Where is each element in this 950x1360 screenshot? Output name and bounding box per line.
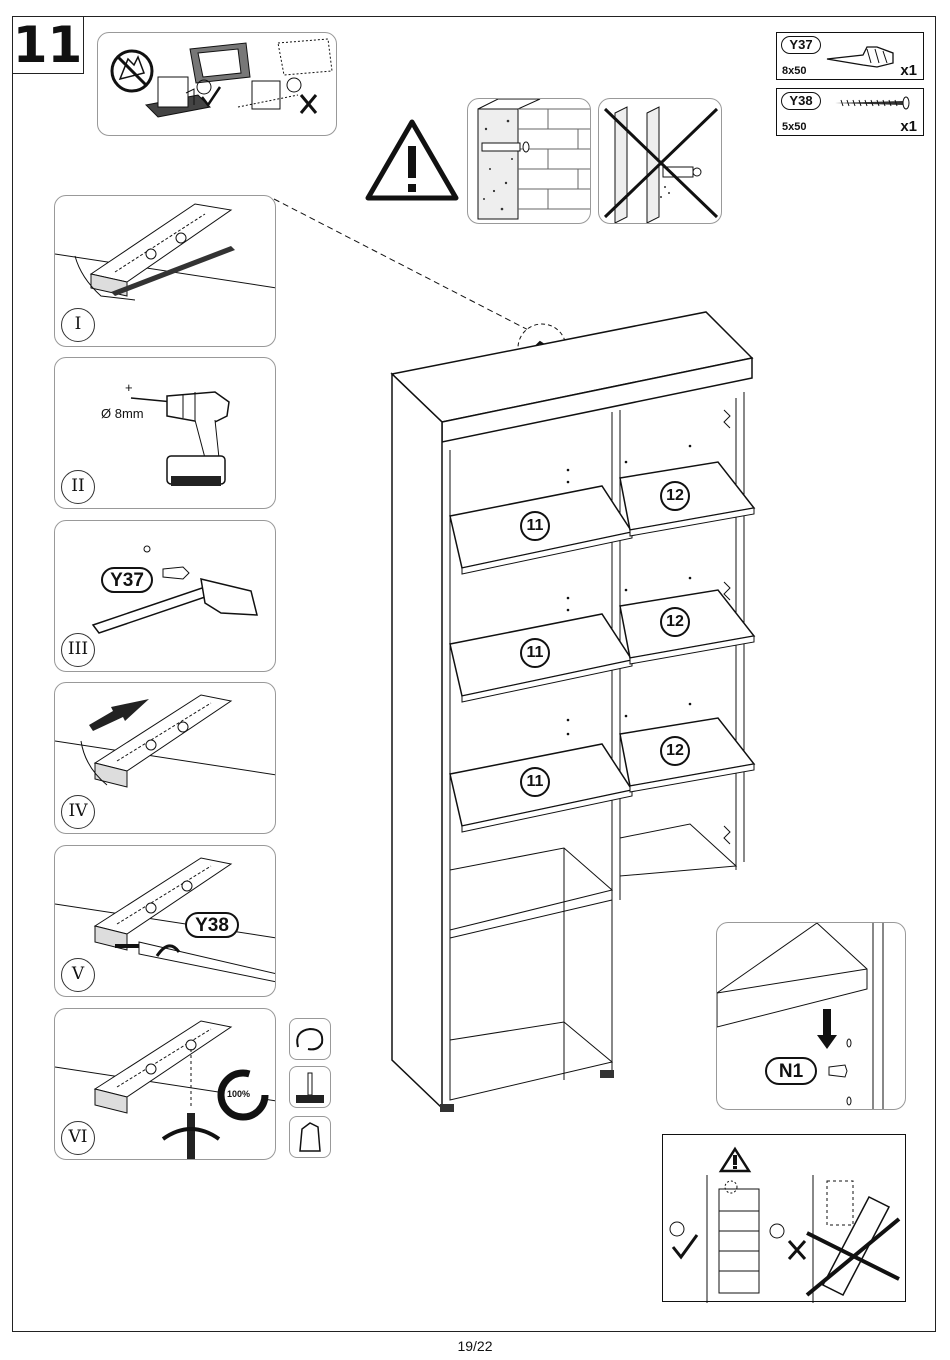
screwdriver-icon — [139, 942, 276, 982]
carpet-ok-illustration — [146, 43, 250, 117]
sad-face-icon — [770, 1224, 784, 1238]
warning-icon — [364, 118, 460, 202]
shelf-tag-left-3: 11 — [520, 767, 550, 797]
substep-6-panel: 100% VI — [54, 1008, 276, 1160]
arrow-icon — [89, 699, 149, 731]
bookcase-illustration — [380, 300, 770, 1120]
part-code: Y38 — [781, 92, 821, 110]
part-code: Y37 — [781, 36, 821, 54]
substep-numeral: IV — [61, 795, 95, 829]
substep-4-panel: IV — [54, 682, 276, 834]
substep-2-panel: + Ø 8mm II — [54, 357, 276, 509]
part-qty: x1 — [900, 118, 917, 135]
no-hands-icon — [112, 51, 152, 91]
substep-3-panel: Y37 III — [54, 520, 276, 672]
part-qty: x1 — [900, 62, 917, 79]
substep-5-panel: Y38 V — [54, 845, 276, 997]
part-label: N1 — [765, 1057, 817, 1085]
tape-measure-icon — [289, 1018, 331, 1060]
screw-icon — [833, 95, 913, 111]
substep-1-panel: I — [54, 195, 276, 347]
arrow-down-icon — [817, 1009, 837, 1049]
screwdriver-icon — [187, 1113, 195, 1159]
shelf-tag-right-3: 12 — [660, 736, 690, 766]
floor-protection-panel — [97, 32, 337, 136]
hammer-icon — [289, 1066, 331, 1108]
glove-icon — [289, 1116, 331, 1158]
warning-icon — [721, 1149, 749, 1171]
no-carpet-illustration — [238, 39, 332, 113]
substep-numeral: I — [61, 308, 95, 342]
substep-numeral: VI — [61, 1121, 95, 1155]
shelf-tag-right-1: 12 — [660, 481, 690, 511]
shelf-pin-icon — [829, 1065, 847, 1077]
happy-face-icon — [670, 1222, 684, 1236]
wall-plug-icon — [482, 142, 529, 152]
page-number: 19/22 — [0, 1338, 950, 1354]
substep-numeral: III — [61, 633, 95, 667]
substep-numeral: V — [61, 958, 95, 992]
part-size: 5x50 — [782, 121, 806, 133]
tip-over-warning-panel — [662, 1134, 906, 1302]
wall-plug-icon — [823, 41, 897, 71]
torque-label: 100% — [227, 1089, 250, 1099]
shelf-tag-left-1: 11 — [520, 511, 550, 541]
part-y38-box: Y38 5x50 x1 — [776, 88, 924, 136]
part-y37-box: Y37 8x50 x1 — [776, 32, 924, 80]
shelf-pin-detail-panel: N1 — [716, 922, 906, 1110]
part-label: Y38 — [185, 912, 239, 938]
shelf-tag-right-2: 12 — [660, 607, 690, 637]
step-number: 11 — [12, 16, 84, 74]
part-size: 8x50 — [782, 65, 806, 77]
hollow-wall-panel — [598, 98, 722, 224]
shelf-tag-left-2: 11 — [520, 638, 550, 668]
substep-numeral: II — [61, 470, 95, 504]
